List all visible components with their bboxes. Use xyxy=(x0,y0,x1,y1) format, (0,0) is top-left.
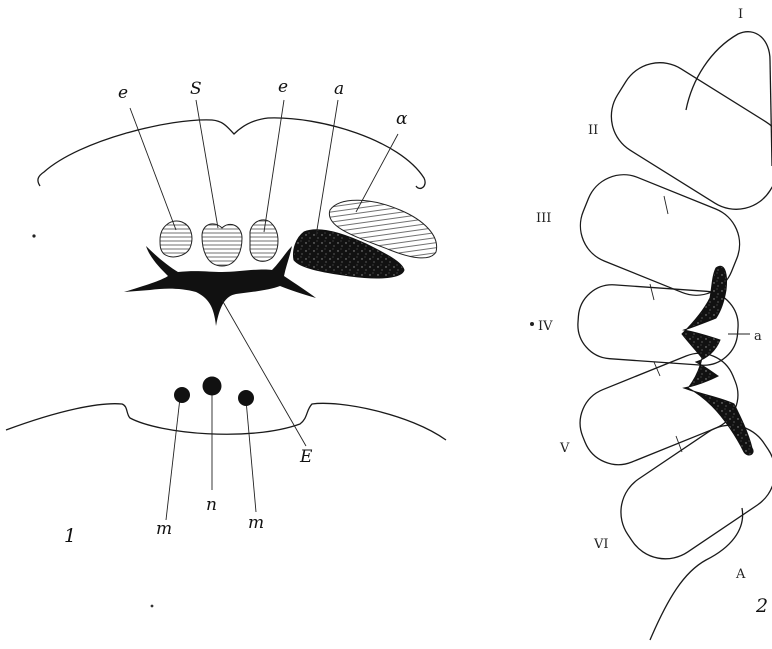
leader-alpha xyxy=(356,134,398,212)
dot-n xyxy=(203,377,222,396)
label-e-right: e xyxy=(278,77,288,97)
label-a-fig2: a xyxy=(754,329,762,344)
leader-E xyxy=(222,300,306,446)
leader-e-right xyxy=(264,100,284,232)
label-a: a xyxy=(334,79,344,99)
connector-2 xyxy=(650,284,654,300)
dot-m-right xyxy=(238,390,254,406)
figure-number-2: 2 xyxy=(755,595,768,617)
speck xyxy=(32,234,35,237)
connector-1 xyxy=(664,196,668,214)
speck xyxy=(151,605,154,608)
dot-m-left xyxy=(174,387,190,403)
shape-e-right xyxy=(250,220,278,261)
upper-contour xyxy=(38,118,425,189)
label-m-left: m xyxy=(156,519,172,539)
bottom-contour xyxy=(650,508,743,640)
label-seg-ii: II xyxy=(588,123,598,138)
label-E: E xyxy=(299,447,313,467)
lower-contour xyxy=(6,403,446,440)
label-seg-iii: III xyxy=(536,211,551,226)
label-seg-vi: VI xyxy=(593,537,609,552)
label-alpha: α xyxy=(396,109,408,129)
label-seg-i: I xyxy=(738,7,743,22)
label-A: A xyxy=(735,567,746,582)
label-seg-iv: IV xyxy=(538,319,553,334)
segment-ii xyxy=(596,48,772,225)
figure-number-1: 1 xyxy=(64,525,76,547)
label-n: n xyxy=(206,495,217,515)
shape-e-left xyxy=(160,221,192,257)
figure-2: I II III IV V VI a A 2 xyxy=(536,7,772,640)
speck xyxy=(530,322,534,326)
shape-s xyxy=(202,224,242,266)
label-seg-v: V xyxy=(559,441,570,456)
figure-1: e S e a α E m n m 1 xyxy=(6,77,446,547)
leader-s xyxy=(196,100,218,228)
label-s: S xyxy=(190,79,202,99)
leader-m-right xyxy=(246,400,256,512)
label-e-left: e xyxy=(118,83,128,103)
leader-m-left xyxy=(166,398,180,520)
label-m-right: m xyxy=(248,513,264,533)
